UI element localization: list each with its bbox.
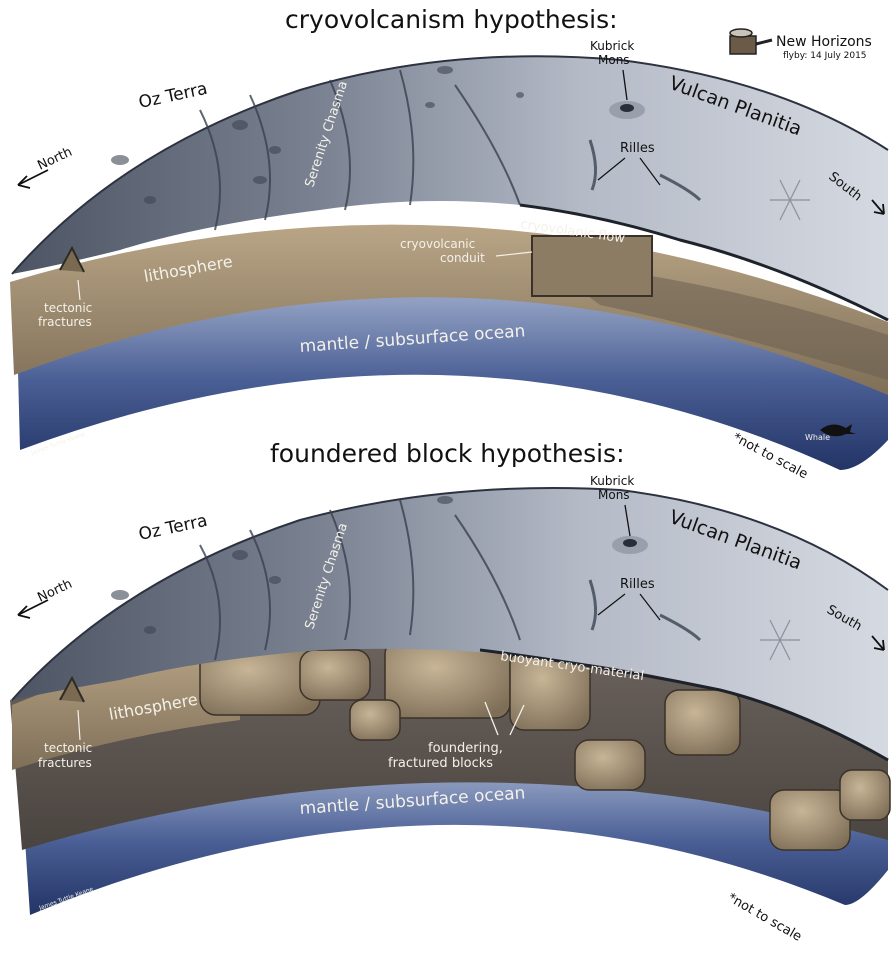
oz-terra-label: Oz Terra [137,79,209,113]
cryovolcanic-conduit [532,236,652,296]
kubrick-mons-label-line1-bottom: Kubrick [590,474,634,488]
not-to-scale-label-bottom: *not to scale [725,890,804,944]
tectonic-label-line2: fractures [38,315,92,329]
conduit-label-line1: cryovolcanic [400,237,475,251]
kubrick-mons-label-line1: Kubrick [590,39,634,53]
tectonic-label-line2-bottom: fractures [38,756,92,770]
conduit-label-line2: conduit [440,251,485,265]
tectonic-label-line1: tectonic [44,301,92,315]
foundering-label-line2: fractured blocks [388,756,493,771]
bottom-title: foundered block hypothesis: [270,439,625,468]
top-title: cryovolcanism hypothesis: [285,5,618,34]
north-label-bottom: North [35,577,74,606]
foundering-label-line1: foundering, [428,741,503,756]
kubrick-mons-feature [609,101,645,119]
spacecraft-name: New Horizons [776,34,872,50]
new-horizons-spacecraft-icon [730,29,772,54]
kubrick-mons-label-line2-bottom: Mons [598,488,630,502]
rilles-label-bottom: Rilles [620,577,655,592]
tectonic-label-line1-bottom: tectonic [44,741,92,755]
whale-label: Whale [805,433,830,442]
oz-terra-label-bottom: Oz Terra [137,511,209,545]
flyby-date: flyby: 14 July 2015 [783,51,867,61]
rilles-label: Rilles [620,141,655,156]
kubrick-mons-feature-bottom [612,536,648,554]
kubrick-mons-label-line2: Mons [598,53,630,67]
north-label: North [35,145,74,174]
